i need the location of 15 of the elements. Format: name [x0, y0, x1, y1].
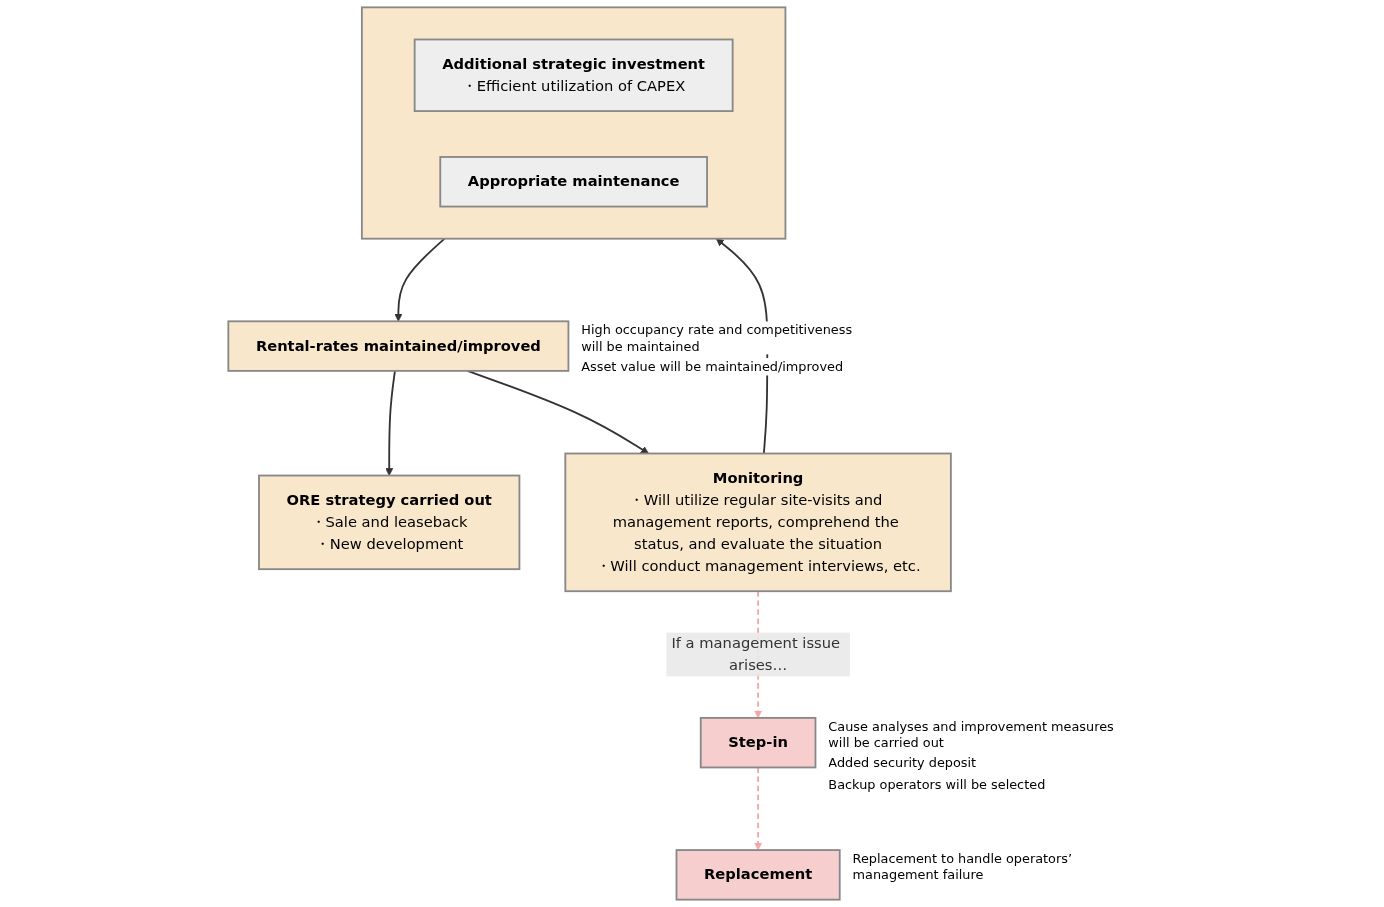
bullet-text: Added security deposit	[828, 754, 977, 772]
node-box: Replacement	[675, 849, 841, 901]
node-box: Additional strategic investment ・Efficient utilization of CAPEX	[413, 38, 734, 112]
node-box: Appropriate maintenance	[439, 156, 709, 208]
arrow	[385, 369, 396, 476]
arrow	[466, 369, 649, 454]
node-box: Monitoring ・Will utilize regular site-visits and management reports, comprehend the status, and evaluate the situation ・Will conduct management interviews, etc.	[564, 452, 952, 593]
arrow	[394, 237, 446, 322]
node-box: Rental-rates maintained/improved	[227, 320, 570, 372]
node-box: Step-in	[699, 716, 817, 769]
node-box: ORE strategy carried out ・Sale and leaseback ・New development	[258, 474, 521, 571]
bullet-text: Asset value will be maintained/improved	[581, 358, 844, 376]
edge-label: If a management issue arises…	[671, 634, 841, 674]
cluster	[361, 6, 787, 240]
arrow	[754, 766, 763, 851]
